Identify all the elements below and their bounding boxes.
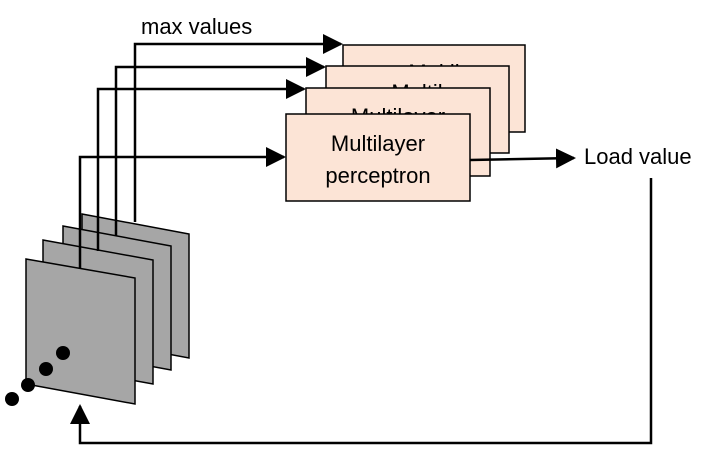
max-values-label: max values xyxy=(141,14,252,39)
feedback-arrow xyxy=(70,178,653,445)
connector-arrow-3 xyxy=(114,57,326,236)
load-value-label: Load value xyxy=(584,144,692,169)
ellipsis-dot xyxy=(21,378,35,392)
ellipsis-dot xyxy=(39,362,53,376)
connector-arrow-2 xyxy=(96,79,306,251)
output-arrow xyxy=(469,148,576,169)
ellipsis-dot xyxy=(56,346,70,360)
perceptron-label-line2: perceptron xyxy=(325,163,430,188)
connector-arrow-1 xyxy=(78,147,286,268)
connector-arrow-4 xyxy=(133,34,343,222)
perceptron-box-front xyxy=(285,113,471,202)
ellipsis-dot xyxy=(5,392,19,406)
perceptron-label-line1: Multilayer xyxy=(331,131,425,156)
feature-map-sheet-1 xyxy=(25,258,136,405)
